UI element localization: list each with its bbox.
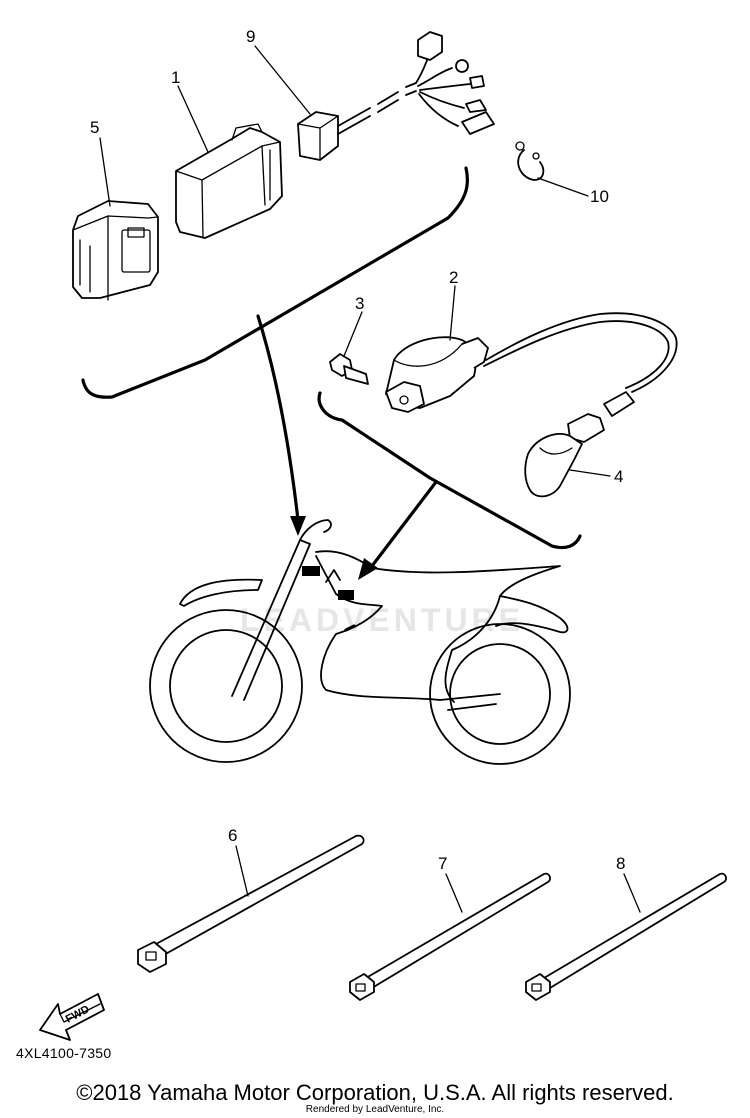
callout-labels: 5 1 9 10 2 3 4 6 7 8 (90, 27, 625, 873)
callout-4: 4 (614, 467, 623, 486)
part-7-cable-tie[interactable] (349, 872, 551, 1001)
part-8-cable-tie[interactable] (525, 872, 727, 1001)
part-1-cdi-box[interactable] (175, 123, 283, 239)
leader-lines (99, 45, 641, 913)
upper-group-bracket (81, 166, 470, 399)
part-2-ignition-coil[interactable] (385, 312, 678, 413)
callout-5: 5 (90, 118, 99, 137)
part-4-plug-cap[interactable] (524, 391, 635, 498)
part-9-wire-harness[interactable] (297, 31, 495, 161)
callout-8: 8 (616, 854, 625, 873)
motorcycle-outline (149, 519, 571, 765)
fwd-arrow-icon: FWD (39, 993, 105, 1041)
callout-3: 3 (355, 294, 364, 313)
part-6-cable-tie[interactable] (137, 834, 365, 973)
copyright-text: ©2018 Yamaha Motor Corporation, U.S.A. A… (76, 1080, 674, 1105)
ignition-group-bracket (317, 391, 582, 550)
rendered-by-text: Rendered by LeadVenture, Inc. (305, 1104, 445, 1115)
part-code: 4XL4100-7350 (16, 1045, 112, 1061)
callout-9: 9 (246, 27, 255, 46)
callout-1: 1 (171, 68, 180, 87)
callout-2: 2 (449, 268, 458, 287)
callout-7: 7 (438, 854, 447, 873)
callout-10: 10 (590, 187, 609, 206)
part-3-bolt[interactable] (329, 353, 369, 385)
location-arrows (256, 314, 438, 580)
callout-6: 6 (228, 826, 237, 845)
part-10-clamp[interactable] (515, 141, 545, 181)
part-5-cdi-unit[interactable] (72, 200, 159, 301)
